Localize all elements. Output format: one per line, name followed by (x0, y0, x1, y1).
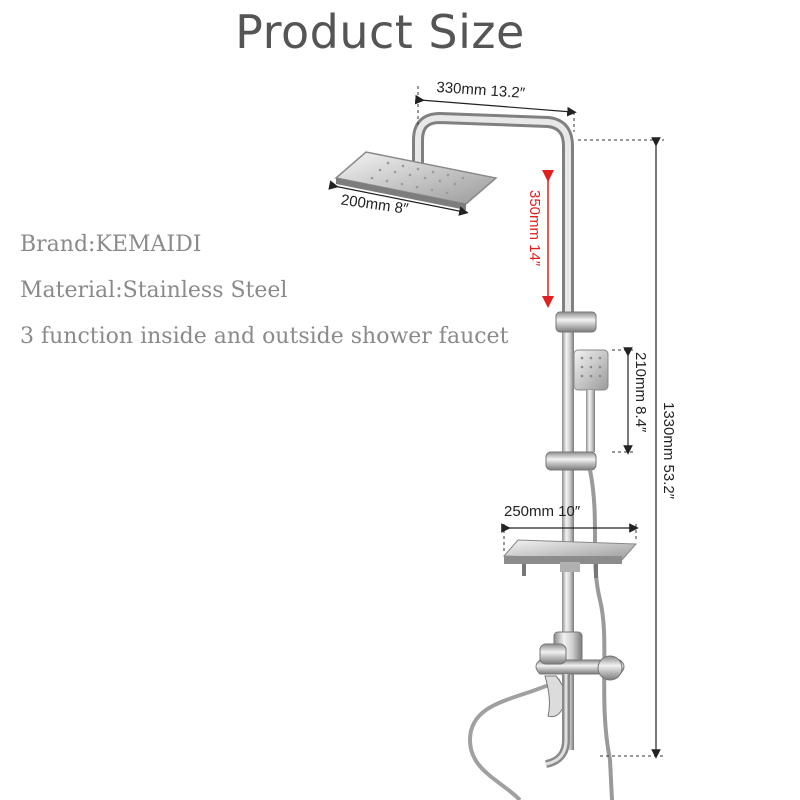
spec-brand: Brand:KEMAIDI (20, 232, 202, 257)
hand-shower (573, 349, 609, 452)
label-handheld-height: 210mm 8.4″ (632, 352, 649, 433)
shower-arm (412, 111, 574, 346)
mixer-valve (535, 631, 625, 768)
page-title: Product Size (235, 5, 525, 59)
label-shelf-width: 250mm 10″ (504, 503, 581, 520)
hand-shower-holder (545, 451, 597, 471)
label-total-height: 1330mm 53.2″ (660, 402, 677, 500)
dimension-shelf-width: 250mm 10″ (501, 503, 639, 552)
storage-shelf (502, 539, 638, 578)
dimension-total-height: 1330mm 53.2″ (578, 137, 677, 759)
spec-function: 3 function inside and outside shower fau… (20, 324, 509, 349)
dimension-handheld-height: 210mm 8.4″ (612, 347, 649, 455)
label-head-drop: 350mm 14″ (526, 190, 543, 267)
dimension-head-drop: 350mm 14″ (526, 170, 554, 308)
label-arm-width: 330mm 13.2″ (436, 79, 526, 102)
dimension-arm-width: 330mm 13.2″ (414, 79, 577, 132)
slider-clamp (555, 311, 597, 333)
spec-material: Material:Stainless Steel (20, 278, 288, 303)
shower-hose (588, 469, 614, 800)
